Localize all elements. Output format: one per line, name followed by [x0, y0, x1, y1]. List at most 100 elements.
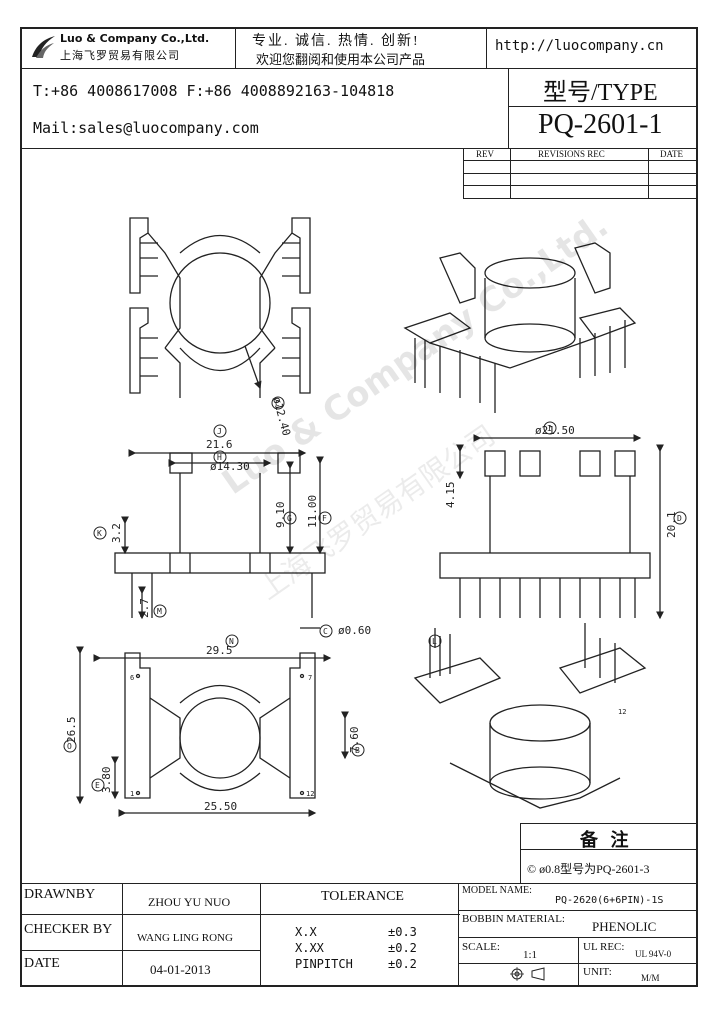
dim-h-380: 3.80 [100, 767, 113, 794]
dim-h-910: 9.10 [274, 502, 287, 529]
dim-h-760: 7.60 [348, 727, 361, 754]
model-label: MODEL NAME: [462, 885, 532, 896]
side-view [434, 434, 664, 648]
tol-pin-value: ±0.2 [388, 957, 417, 971]
drawnby-value: ZHOU YU NUO [148, 895, 231, 909]
drawnby-label: DRAWNBY [24, 887, 96, 902]
notes-title: 备 注 [580, 830, 633, 850]
notes-line1: © ø0.8型号为PQ-2601-3 [527, 862, 650, 876]
date-value: 04-01-2013 [150, 962, 211, 977]
pin-num-12: 12 [306, 790, 314, 798]
type-label: 型号/TYPE [543, 80, 658, 106]
pin-num-6: 6 [130, 674, 134, 682]
marker-o: O [67, 742, 72, 751]
bobbin-value: PHENOLIC [592, 919, 657, 934]
marker-c1: C [275, 399, 280, 408]
marker-h: H [217, 453, 222, 462]
isometric-view-bottom [413, 623, 647, 809]
mail-text[interactable]: Mail:sales@luocompany.com [33, 119, 259, 137]
unit-value: M/M [641, 973, 660, 983]
rev-col-date: DATE [660, 149, 683, 159]
marker-e: E [95, 781, 100, 790]
checker-label: CHECKER BY [24, 922, 113, 937]
marker-d: D [677, 514, 682, 523]
marker-k: K [97, 529, 102, 538]
marker-m: M [157, 607, 162, 616]
tol-pin-label: PINPITCH [295, 957, 353, 971]
dim-h-265: 26.5 [65, 717, 78, 744]
bottom-view [76, 646, 349, 817]
rev-table-border [463, 160, 698, 161]
drawing-frame [20, 27, 698, 987]
type-value: PQ-2601-1 [538, 109, 663, 140]
marker-f: F [322, 514, 327, 523]
scale-value: 1:1 [523, 949, 538, 961]
slogan-line1: 专业. 诚信. 热情. 创新! [252, 34, 420, 49]
unit-label: UNIT: [583, 966, 612, 978]
title-block-border [260, 883, 261, 987]
website-link[interactable]: http://luocompany.cn [495, 38, 664, 54]
header-divider [20, 68, 698, 69]
pin-num-7: 7 [308, 674, 312, 682]
tol-xxx-value: ±0.2 [388, 941, 417, 955]
phone-text: T:+86 4008617008 F:+86 4008892163-104818 [33, 82, 395, 100]
company-name-cn: 上海飞罗贸易有限公司 [60, 50, 180, 62]
rev-col-rec: REVISIONS REC [538, 149, 605, 159]
slogan-line2: 欢迎您翻阅和使用本公司产品 [256, 52, 426, 67]
marker-c2: C [323, 627, 328, 636]
checker-value: WANG LING RONG [137, 932, 233, 944]
marker-i: I [547, 424, 552, 433]
company-logo-icon [32, 36, 55, 58]
contact-divider [20, 148, 698, 149]
notes-box [520, 823, 698, 883]
type-separator [508, 68, 509, 148]
pin-num-12b: 12 [618, 708, 626, 716]
tol-xx-label: X.X [295, 925, 317, 939]
projection-symbol-icon [510, 967, 545, 981]
dim-2150: ø21.50 [535, 424, 575, 437]
dim-width-top: 21.6 [206, 438, 233, 451]
title-block-border [20, 883, 698, 884]
title-block-border [458, 883, 459, 987]
tol-xx-value: ±0.3 [388, 925, 417, 939]
rev-table-border [463, 173, 698, 174]
dim-h-201: 20.1 [665, 512, 678, 539]
notes-divider [520, 849, 698, 850]
ulrec-value: UL 94V-0 [635, 949, 672, 959]
marker-l: L [432, 637, 437, 646]
pin-num-1: 1 [130, 790, 134, 798]
tol-xxx-label: X.XX [295, 941, 324, 955]
marker-n: N [229, 637, 234, 646]
title-block-border [458, 910, 698, 911]
dim-pin: ø0.60 [338, 624, 371, 637]
technical-drawing: ø12.40 21.6 ø14.30 9.10 11.00 3.2 2.7 ø0… [63, 217, 687, 817]
bobbin-label: BOBBIN MATERIAL: [462, 913, 565, 925]
header-separator [486, 27, 487, 68]
type-divider [508, 106, 698, 107]
model-value: PQ-2620(6+6PIN)-1S [555, 895, 664, 906]
isometric-view-top [403, 242, 637, 413]
dim-w-2550: 25.50 [204, 800, 237, 813]
top-view [129, 217, 311, 398]
rev-table-border [463, 198, 698, 199]
title-block-border [20, 914, 460, 915]
header-separator [235, 27, 236, 68]
marker-j: J [217, 427, 222, 436]
dim-h-27: 2.7 [138, 598, 151, 618]
dim-h-32: 3.2 [110, 523, 123, 543]
marker-g: G [287, 514, 292, 523]
marker-b: B [355, 746, 360, 755]
title-block-border [578, 937, 579, 987]
dim-h-415: 4.15 [444, 482, 457, 509]
front-view [114, 449, 326, 629]
tolerance-label: TOLERANCE [321, 889, 404, 904]
ulrec-label: UL REC: [583, 941, 625, 953]
rev-table-border [463, 185, 698, 186]
dim-w-295: 29.5 [206, 644, 233, 657]
title-block-border [20, 950, 260, 951]
rev-col-rev: REV [476, 149, 494, 159]
company-name-en: Luo & Company Co.,Ltd. [60, 32, 210, 45]
date-label: DATE [24, 956, 60, 971]
title-block-border [122, 883, 123, 987]
scale-label: SCALE: [462, 941, 500, 953]
